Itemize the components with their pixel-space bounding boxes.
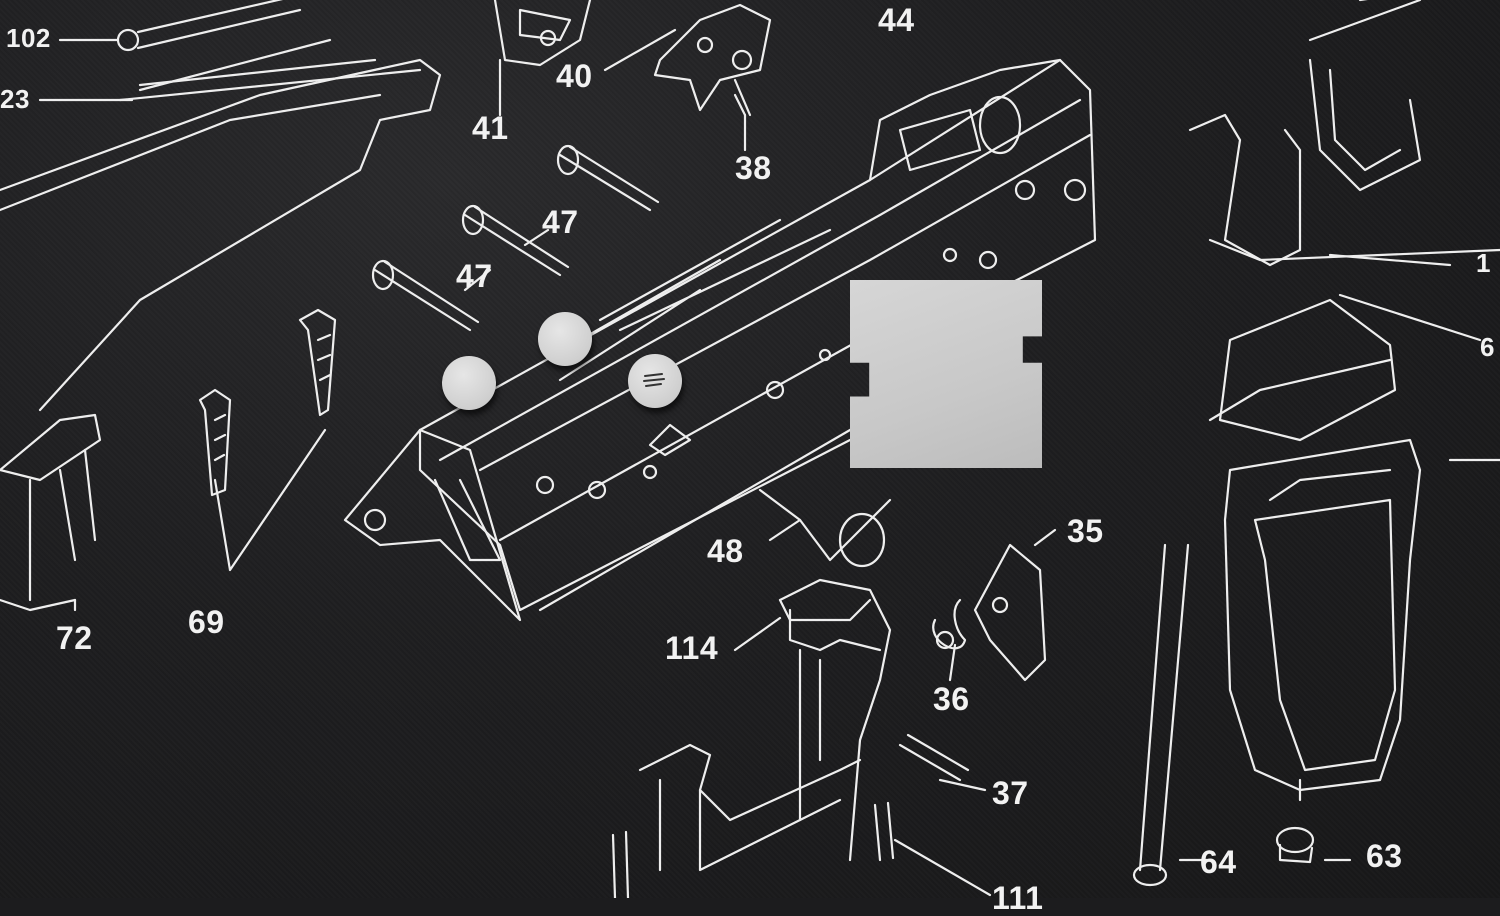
label-35: 35	[1067, 513, 1104, 549]
label-36: 36	[933, 681, 970, 717]
label-69: 69	[188, 604, 225, 640]
label-111: 111	[992, 880, 1044, 916]
label-38: 38	[735, 150, 772, 186]
printed-square-block	[850, 280, 1042, 468]
label-63: 63	[1366, 838, 1403, 874]
label-47-upper: 47	[542, 204, 579, 240]
printed-disc-marked	[628, 354, 682, 408]
printed-disc-top	[538, 312, 592, 366]
label-114: 114	[665, 630, 719, 666]
label-40: 40	[556, 58, 593, 94]
printed-disc-left	[442, 356, 496, 410]
label-23: 23	[0, 84, 30, 114]
label-44: 44	[878, 2, 915, 38]
label-102: 102	[6, 23, 51, 53]
label-47-lower: 47	[456, 258, 493, 294]
label-37: 37	[992, 775, 1029, 811]
label-41: 41	[472, 110, 509, 146]
label-1-partial: 1	[1476, 248, 1491, 278]
label-48: 48	[707, 533, 744, 569]
pen-mark-icon	[643, 373, 665, 387]
label-64: 64	[1200, 844, 1237, 880]
label-72: 72	[56, 620, 93, 656]
label-6-partial: 6	[1480, 332, 1495, 362]
